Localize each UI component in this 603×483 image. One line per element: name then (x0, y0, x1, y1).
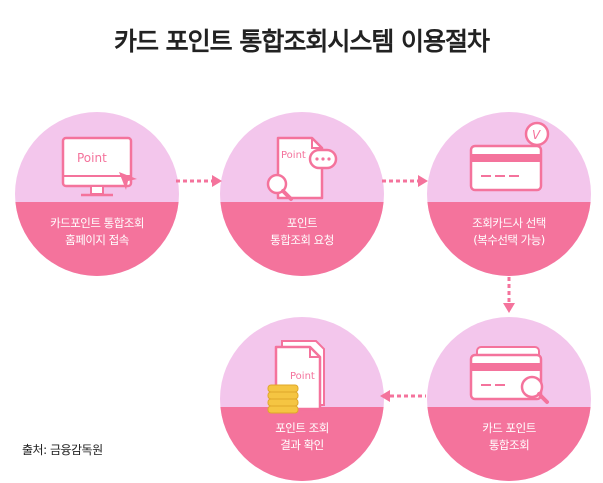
step-label-line1: 포인트 (286, 216, 318, 230)
arrow-down-3-4 (503, 263, 515, 313)
step-label-line1: 카드포인트 통합조회 (50, 216, 144, 230)
step-label: 포인트 조회 결과 확인 (220, 420, 384, 454)
source-note: 출처: 금융감독원 (22, 443, 103, 457)
step-label-line1: 조회카드사 선택 (472, 216, 546, 230)
step-label-line2: 통합조회 요청 (270, 233, 334, 247)
step-band (220, 202, 384, 276)
step-band (15, 202, 179, 276)
step-label-line2: 결과 확인 (280, 438, 324, 452)
step-label-line2: 홈페이지 접속 (65, 233, 129, 247)
step-label-line1: 포인트 조회 (275, 421, 329, 435)
step-2-request-inquiry: Point 포인트 통합조회 요청 (220, 112, 384, 276)
arrow-right-2-3 (382, 175, 428, 187)
step-band (427, 407, 591, 481)
magnifier-icon (266, 173, 288, 195)
step-label-line2: 통합조회 (488, 438, 530, 452)
step-5-check-result: Point 포인트 조회 결과 확인 (220, 317, 384, 481)
coin-stack-icon (267, 384, 299, 414)
step-label: 조회카드사 선택 (복수선택 가능) (427, 215, 591, 249)
document-point-text: Point (290, 371, 315, 382)
card-check-icon: V (469, 121, 550, 192)
arrow-left-4-5 (380, 390, 426, 402)
document-coins-icon: Point (267, 340, 325, 414)
step-4-card-point-inquiry: 카드 포인트 통합조회 (427, 317, 591, 481)
card-search-icon (469, 346, 549, 404)
arrow-right-1-2 (176, 175, 222, 187)
step-label: 포인트 통합조회 요청 (220, 215, 384, 249)
cursor-icon (119, 172, 137, 190)
check-badge-icon (524, 121, 550, 147)
step-label-line1: 카드 포인트 (482, 421, 536, 435)
step-label: 카드 포인트 통합조회 (427, 420, 591, 454)
document-point-text: Point (281, 150, 306, 161)
step-band (220, 407, 384, 481)
step-1-visit-homepage: Point 카드포인트 통합조회 홈페이지 접속 (15, 112, 179, 276)
magnifier-icon (520, 375, 544, 399)
step-label-line2: (복수선택 가능) (473, 233, 545, 247)
monitor-url-text: Point (77, 151, 107, 165)
document-search-icon: Point (266, 136, 338, 201)
page-title: 카드 포인트 통합조회시스템 이용절차 (113, 27, 490, 56)
monitor-icon: Point (61, 136, 137, 197)
step-3-select-card-company: V 조회카드사 선택 (복수선택 가능) (427, 112, 591, 276)
step-label: 카드포인트 통합조회 홈페이지 접속 (15, 215, 179, 249)
check-badge-text: V (532, 128, 541, 142)
